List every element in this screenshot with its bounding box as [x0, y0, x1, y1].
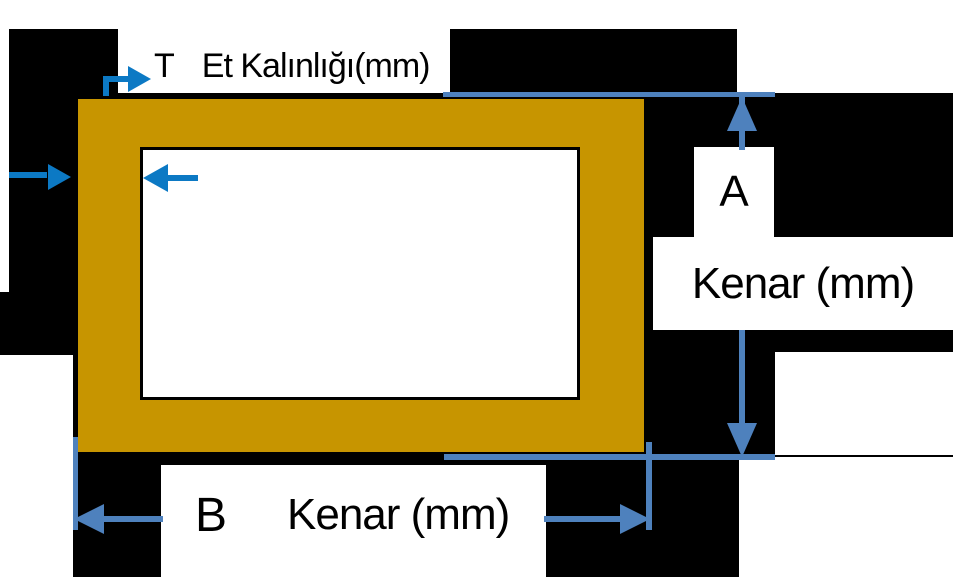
side-b-symbol: B	[195, 488, 228, 542]
panel-thickness-label	[118, 29, 450, 93]
thickness-label: T Et Kalınlığı(mm)	[118, 29, 450, 93]
thickness-symbol: T	[154, 46, 175, 85]
side-a-symbol: A	[694, 147, 774, 237]
tube-inner-hole	[140, 147, 580, 400]
dim-a-arrow-down-stem	[739, 330, 745, 425]
panel-left-bottom	[0, 355, 73, 585]
dim-a-extension-bottom-line	[444, 454, 775, 460]
dim-a-extension-top-line	[443, 92, 775, 97]
side-a-symbol-text: A	[719, 167, 749, 216]
panel-right-mid	[775, 352, 953, 455]
dim-b-arrow-right-icon	[620, 504, 650, 534]
side-a-label: Kenar (mm)	[653, 237, 953, 330]
thickness-text: Et Kalınlığı(mm)	[201, 46, 431, 85]
inner-wall-arrow-icon	[143, 164, 168, 192]
dim-b-arrow-left-stem	[100, 516, 163, 522]
panel-kenar-a-label	[653, 237, 953, 330]
panel-right-bottom	[739, 457, 975, 585]
dim-a-arrow-down-icon	[727, 423, 757, 457]
panel-bottom-strip	[0, 577, 975, 585]
dim-b-extension-right-line	[646, 442, 652, 530]
outer-wall-arrow-stem	[9, 172, 47, 178]
panel-a-label	[694, 147, 774, 237]
panel-left-thin-strip	[0, 29, 9, 292]
side-b-text: Kenar (mm)	[287, 490, 510, 539]
dim-a-arrow-up-icon	[727, 97, 757, 131]
panel-top-right	[737, 29, 975, 93]
panel-b-label	[161, 465, 546, 577]
dim-b-arrow-right-stem	[544, 516, 620, 522]
thickness-pointer-horizontal-stem	[103, 76, 129, 82]
inner-wall-arrow-stem	[166, 175, 198, 181]
dim-b-extension-left-line	[73, 437, 78, 530]
thickness-pointer-arrow-icon	[128, 66, 151, 92]
dim-b-arrow-left-icon	[74, 504, 104, 534]
outer-wall-arrow-icon	[48, 164, 71, 190]
side-a-label-text: Kenar (mm)	[691, 258, 915, 308]
thickness-pointer-vertical-stem	[103, 77, 109, 96]
side-b-label: B Kenar (mm)	[161, 465, 546, 577]
panel-top-strip	[0, 0, 975, 29]
